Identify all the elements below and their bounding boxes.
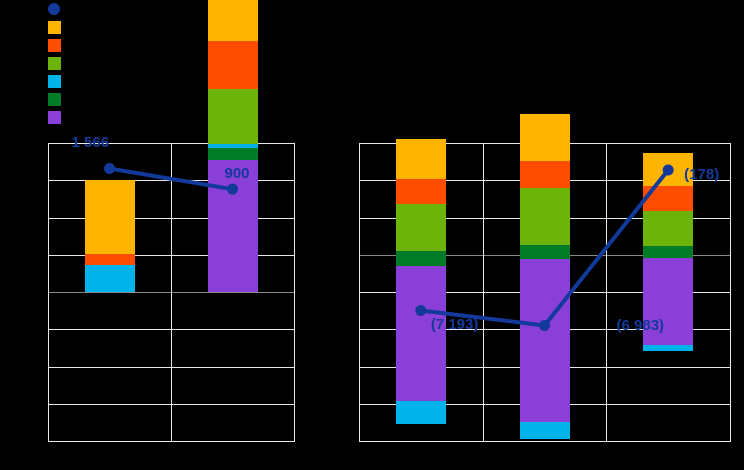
left-chart-line-series [104, 162, 238, 195]
bar-segment-purple[interactable] [643, 258, 693, 345]
bar-segment-purple[interactable] [396, 265, 446, 402]
gridline-vertical [359, 143, 360, 442]
data-label: 900 [224, 165, 250, 183]
bar-segment-dark-green[interactable] [643, 246, 693, 259]
bar-segment-orange-red[interactable] [520, 160, 570, 188]
trend-line-marker[interactable] [539, 319, 550, 331]
right-chart-line-series [415, 164, 674, 331]
bar-segment-purple[interactable] [208, 159, 258, 292]
bar-segment-yellow-green[interactable] [208, 89, 258, 145]
stacked-bar[interactable] [208, 0, 258, 292]
data-label: (178) [684, 166, 720, 183]
legend-swatch-series-dark-green-icon [48, 92, 61, 106]
trend-line-marker[interactable] [415, 304, 427, 316]
trend-line-marker[interactable] [662, 164, 674, 176]
gridline-vertical [606, 143, 607, 442]
legend-swatch-series-orange-red-icon [48, 38, 61, 52]
stacked-bar[interactable] [396, 138, 446, 424]
bar-segment-dark-green[interactable] [208, 148, 258, 160]
bar-segment-yellow-green[interactable] [643, 211, 693, 247]
trend-line [107, 166, 235, 192]
bar-segment-orange-red[interactable] [85, 253, 135, 265]
trend-line [418, 168, 671, 328]
trend-line-marker[interactable] [227, 183, 238, 195]
legend-item-series-amber[interactable] [48, 20, 69, 34]
legend-item-series-cyan[interactable] [48, 74, 69, 88]
gridline-vertical [294, 143, 295, 442]
chart-legend [48, 0, 308, 130]
stacked-bar[interactable] [85, 179, 135, 292]
bar-segment-cyan[interactable] [643, 344, 693, 351]
legend-swatch-series-purple-icon [48, 110, 61, 124]
legend-swatch-series-yellow-green-icon [48, 56, 61, 70]
legend-swatch-series-line-icon [48, 3, 60, 15]
gridline-vertical [730, 143, 731, 442]
legend-swatch-series-amber-icon [48, 20, 61, 34]
bar-segment-yellow-green[interactable] [396, 203, 446, 252]
legend-item-series-orange-red[interactable] [48, 38, 69, 52]
data-label: (7 193) [430, 316, 479, 334]
bar-segment-cyan[interactable] [396, 401, 446, 424]
bar-segment-cyan[interactable] [208, 144, 258, 149]
bar-segment-dark-green[interactable] [520, 244, 570, 260]
bar-segment-amber[interactable] [85, 179, 135, 254]
legend-item-series-dark-green[interactable] [48, 92, 69, 106]
legend-item-series-purple[interactable] [48, 110, 69, 124]
bar-segment-amber[interactable] [396, 138, 446, 179]
right-chart-plot-area: (7 193) (6 983) (178) [359, 114, 731, 442]
bar-segment-amber[interactable] [520, 114, 570, 161]
data-label: (6 983) [616, 317, 665, 335]
bar-segment-dark-green[interactable] [396, 251, 446, 266]
stacked-bar[interactable] [520, 114, 570, 439]
bar-segment-orange-red[interactable] [396, 178, 446, 204]
gridline-vertical [171, 143, 172, 442]
bar-segment-orange-red[interactable] [208, 40, 258, 90]
legend-item-series-line[interactable] [48, 2, 68, 16]
data-label: 1 566 [71, 134, 110, 152]
bar-segment-cyan[interactable] [85, 264, 135, 292]
gridline-horizontal [359, 441, 731, 442]
bar-segment-cyan[interactable] [520, 421, 570, 439]
bar-segment-purple[interactable] [520, 259, 570, 422]
left-chart-plot-area: 1 566 900 [48, 0, 295, 442]
gridline-vertical [48, 143, 49, 442]
trend-line-marker[interactable] [104, 162, 115, 174]
left-chart-panel: 1 566 900 [48, 0, 295, 442]
legend-item-series-yellow-green[interactable] [48, 56, 69, 70]
legend-swatch-series-cyan-icon [48, 74, 61, 88]
bar-segment-amber[interactable] [208, 0, 258, 41]
right-chart-panel: (7 193) (6 983) (178) [359, 114, 731, 442]
bar-segment-yellow-green[interactable] [520, 187, 570, 245]
gridline-vertical [483, 143, 484, 442]
